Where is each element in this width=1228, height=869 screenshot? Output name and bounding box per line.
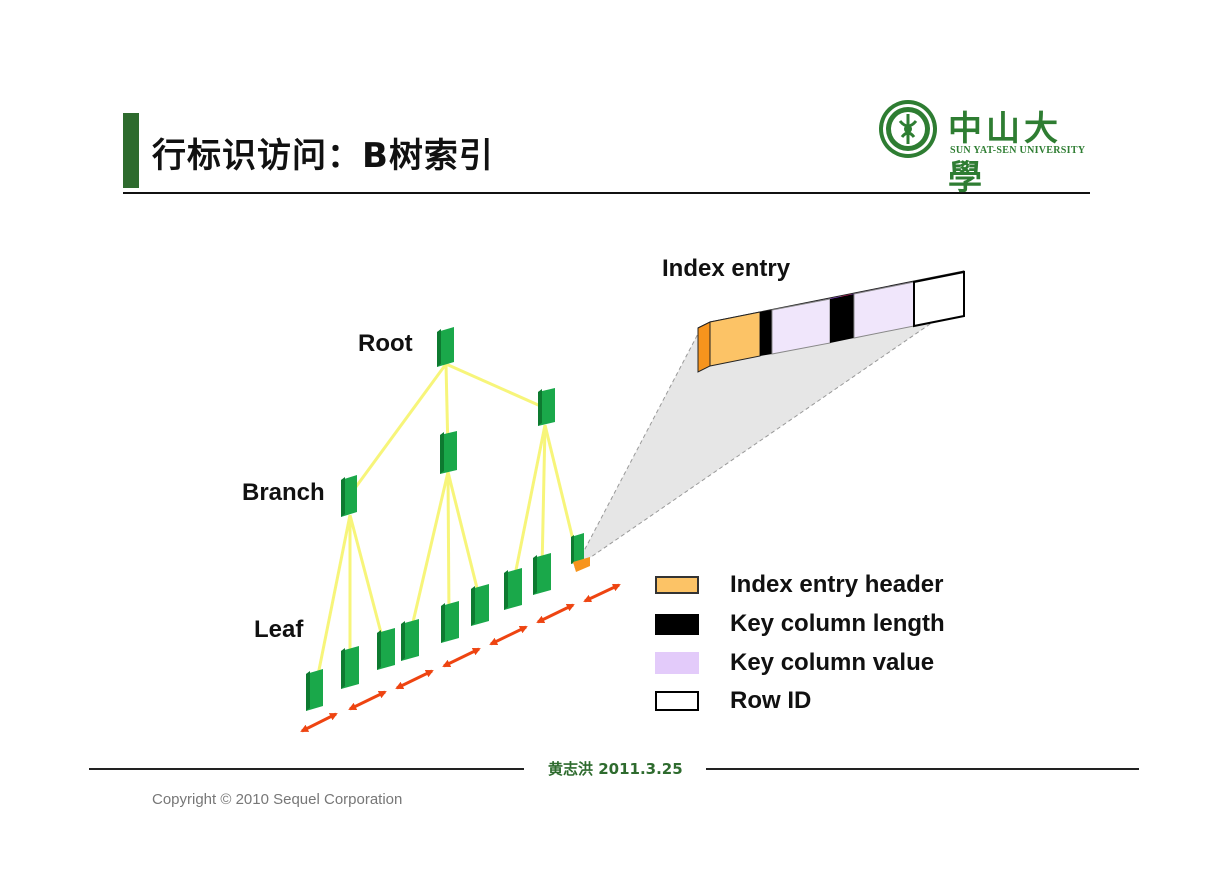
branch-node-middle: [440, 431, 457, 474]
leaf-label: Leaf: [254, 616, 304, 643]
leaf-sibling-arrows: [300, 583, 621, 733]
leaf-arrow: [442, 647, 481, 668]
legend-swatch-header: [655, 576, 699, 594]
branch-node-right: [538, 388, 555, 426]
zoom-line-left: [574, 329, 701, 569]
leaf-node: [533, 553, 551, 595]
legend-label: Key column value: [730, 649, 935, 676]
leaf-nodes: [306, 533, 590, 711]
footer-divider-right: [706, 768, 1139, 770]
entry-header-side: [697, 321, 711, 373]
legend-label: Index entry header: [730, 571, 944, 598]
leaf-arrow: [583, 583, 621, 603]
branch-label: Branch: [242, 479, 325, 506]
university-seal-icon: [879, 100, 937, 158]
leaf-node: [306, 669, 323, 711]
leaf-arrow: [536, 603, 575, 624]
legend-swatch-rowid: [655, 691, 699, 711]
entry-header-front: [709, 311, 761, 367]
university-name-english: SUN YAT-SEN UNIVERSITY: [950, 145, 1086, 156]
university-name-chinese: 中山大學: [948, 109, 1062, 198]
leaf-arrow: [348, 690, 387, 711]
legend-label: Row ID: [730, 687, 812, 714]
leaf-node: [401, 619, 419, 661]
slide-title: 行标识访问：B树索引: [152, 136, 494, 176]
root-node: [437, 327, 454, 367]
leaf-node: [471, 584, 489, 626]
legend-swatch-key-length: [655, 614, 699, 635]
leaf-node: [377, 628, 395, 670]
tree-links: [314, 362, 577, 686]
entry-rowid-front: [913, 270, 965, 328]
index-entry-bar: [697, 270, 965, 373]
leaf-arrow: [395, 669, 434, 690]
entry-length-front: [760, 310, 772, 356]
legend-label: Key column length: [730, 610, 945, 637]
footer-author-date: 黄志洪 2011.3.25: [548, 760, 683, 778]
footer-divider-left: [89, 768, 524, 770]
index-entry-label: Index entry: [662, 255, 791, 282]
leaf-node: [341, 646, 359, 689]
leaf-arrow: [300, 712, 338, 733]
root-label: Root: [358, 330, 413, 357]
leaf-node: [441, 601, 459, 643]
leaf-node-highlighted: [571, 533, 590, 572]
branch-node-left: [341, 475, 357, 517]
title-divider: [123, 192, 1090, 194]
legend-swatch-key-value: [655, 652, 699, 674]
zoom-line-right: [574, 299, 966, 569]
university-logo: 中山大學 SUN YAT-SEN UNIVERSITY: [878, 99, 1093, 198]
title-accent-bar: [123, 113, 139, 188]
entry-zoom-projection: [575, 300, 965, 568]
leaf-arrow: [489, 625, 528, 646]
leaf-node: [504, 568, 522, 610]
entry-length-front-2: [830, 294, 854, 343]
copyright-text: Copyright © 2010 Sequel Corporation: [152, 791, 403, 808]
